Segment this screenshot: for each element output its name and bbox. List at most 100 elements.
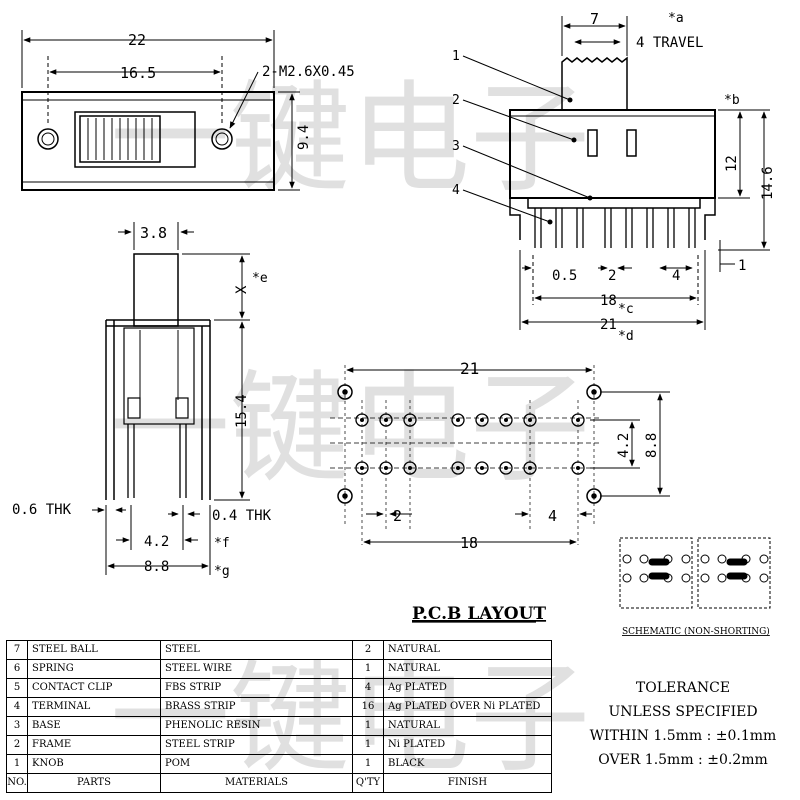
dim-4-2: 4.2 — [144, 534, 169, 550]
cell-qty: 16 — [352, 697, 384, 717]
dim-4: 4 — [672, 268, 680, 284]
hole-note: 2-M2.6X0.45 — [262, 64, 355, 80]
dim-0-5: 0.5 — [552, 268, 577, 284]
note-e: *e — [252, 271, 268, 286]
dim-1: 1 — [738, 258, 746, 274]
dim-7: 7 — [590, 10, 599, 28]
table-row: 3 BASE PHENOLIC RESIN 1 NATURAL — [6, 716, 552, 736]
mount-hole-left — [37, 128, 59, 150]
cell-qty: 1 — [352, 659, 384, 679]
parts-table: 7 STEEL BALL STEEL 2 NATURAL 6 SPRING ST… — [6, 640, 552, 793]
tolerance-subtitle: UNLESS SPECIFIED — [608, 704, 758, 720]
dim-22: 22 — [128, 31, 146, 49]
pcb-title: P.C.B LAYOUT — [412, 604, 546, 624]
cell-material: BRASS STRIP — [160, 697, 353, 717]
svg-text:一键电子: 一键电子 — [110, 70, 590, 209]
cell-qty: 1 — [352, 735, 384, 755]
pcb-dim-2: 2 — [393, 507, 402, 525]
callout-3: 3 — [452, 139, 460, 154]
note-g: *g — [214, 564, 230, 579]
cell-material: PHENOLIC RESIN — [160, 716, 353, 736]
cell-no: 3 — [6, 716, 28, 736]
cell-part: SPRING — [27, 659, 161, 679]
note-b: *b — [724, 93, 740, 108]
cell-qty: 4 — [352, 678, 384, 698]
top-view — [21, 30, 300, 191]
pcb-dim-18: 18 — [460, 534, 478, 552]
cell-no: 7 — [6, 640, 28, 660]
cell-finish: NATURAL — [383, 659, 552, 679]
tolerance-title: TOLERANCE — [635, 680, 731, 696]
cell-part: BASE — [27, 716, 161, 736]
dim-15-4: 15.4 — [234, 394, 250, 428]
callout-2: 2 — [452, 93, 460, 108]
table-row: 7 STEEL BALL STEEL 2 NATURAL — [6, 640, 552, 660]
cell-finish: NATURAL — [383, 716, 552, 736]
cell-part: TERMINAL — [27, 697, 161, 717]
callout-4: 4 — [452, 183, 460, 198]
note-a: *a — [668, 11, 684, 26]
header-qty: Q'TY — [352, 773, 384, 793]
cell-material: STEEL WIRE — [160, 659, 353, 679]
schematic-caption: SCHEMATIC (NON-SHORTING) — [622, 626, 770, 637]
side-view — [462, 16, 770, 330]
dim-12: 12 — [724, 155, 740, 172]
thk-04: 0.4 THK — [212, 508, 272, 524]
pcb-layout — [330, 365, 670, 545]
tolerance-over: OVER 1.5mm : ±0.2mm — [598, 752, 768, 768]
cell-part: CONTACT CLIP — [27, 678, 161, 698]
schematic — [619, 537, 771, 609]
pcb-dim-4: 4 — [548, 507, 557, 525]
note-f: *f — [214, 536, 230, 551]
cell-finish: NATURAL — [383, 640, 552, 660]
header-materials: MATERIALS — [160, 773, 353, 793]
cell-qty: 2 — [352, 640, 384, 660]
callout-1: 1 — [452, 49, 460, 64]
cell-material: FBS STRIP — [160, 678, 353, 698]
dim-18: 18 — [600, 293, 617, 309]
table-row: 2 FRAME STEEL STRIP 1 Ni PLATED — [6, 735, 552, 755]
svg-text:一键电子: 一键电子 — [110, 360, 590, 499]
tolerance-within: WITHIN 1.5mm : ±0.1mm — [589, 728, 777, 744]
end-view — [92, 222, 250, 575]
cell-no: 1 — [6, 754, 28, 774]
table-row: 4 TERMINAL BRASS STRIP 16 Ag PLATED OVER… — [6, 697, 552, 717]
thk-06: 0.6 THK — [12, 502, 72, 518]
dim-2: 2 — [608, 268, 616, 284]
cell-material: STEEL — [160, 640, 353, 660]
pcb-dim-8-8: 8.8 — [644, 433, 660, 458]
header-parts: PARTS — [27, 773, 161, 793]
cell-no: 6 — [6, 659, 28, 679]
mount-hole-right — [211, 128, 233, 150]
dim-21: 21 — [600, 317, 617, 333]
cell-part: FRAME — [27, 735, 161, 755]
cell-material: STEEL STRIP — [160, 735, 353, 755]
dim-8-8: 8.8 — [144, 559, 169, 575]
dim-14-6: 14.6 — [760, 166, 776, 200]
cell-finish: Ag PLATED OVER Ni PLATED — [383, 697, 552, 717]
cell-material: POM — [160, 754, 353, 774]
cell-part: KNOB — [27, 754, 161, 774]
tolerance-note: TOLERANCE UNLESS SPECIFIED WITHIN 1.5mm … — [578, 676, 788, 772]
note-d: *d — [618, 329, 634, 344]
cell-no: 2 — [6, 735, 28, 755]
dim-9-4: 9.4 — [296, 125, 312, 150]
cell-no: 4 — [6, 697, 28, 717]
pcb-dim-21: 21 — [460, 359, 479, 378]
side-view-dots — [547, 97, 593, 225]
cell-no: 5 — [6, 678, 28, 698]
pcb-dim-4-2: 4.2 — [616, 433, 632, 458]
header-finish: FINISH — [383, 773, 552, 793]
cell-finish: Ni PLATED — [383, 735, 552, 755]
table-row: 6 SPRING STEEL WIRE 1 NATURAL — [6, 659, 552, 679]
note-c: *c — [618, 302, 634, 317]
cell-qty: 1 — [352, 716, 384, 736]
dim-3-8: 3.8 — [140, 224, 167, 242]
cell-finish: BLACK — [383, 754, 552, 774]
table-row: 5 CONTACT CLIP FBS STRIP 4 Ag PLATED — [6, 678, 552, 698]
dim-x: X — [234, 285, 250, 294]
dim-16-5: 16.5 — [120, 64, 156, 82]
cell-qty: 1 — [352, 754, 384, 774]
travel-label: 4 TRAVEL — [636, 35, 703, 51]
table-row: 1 KNOB POM 1 BLACK — [6, 754, 552, 774]
